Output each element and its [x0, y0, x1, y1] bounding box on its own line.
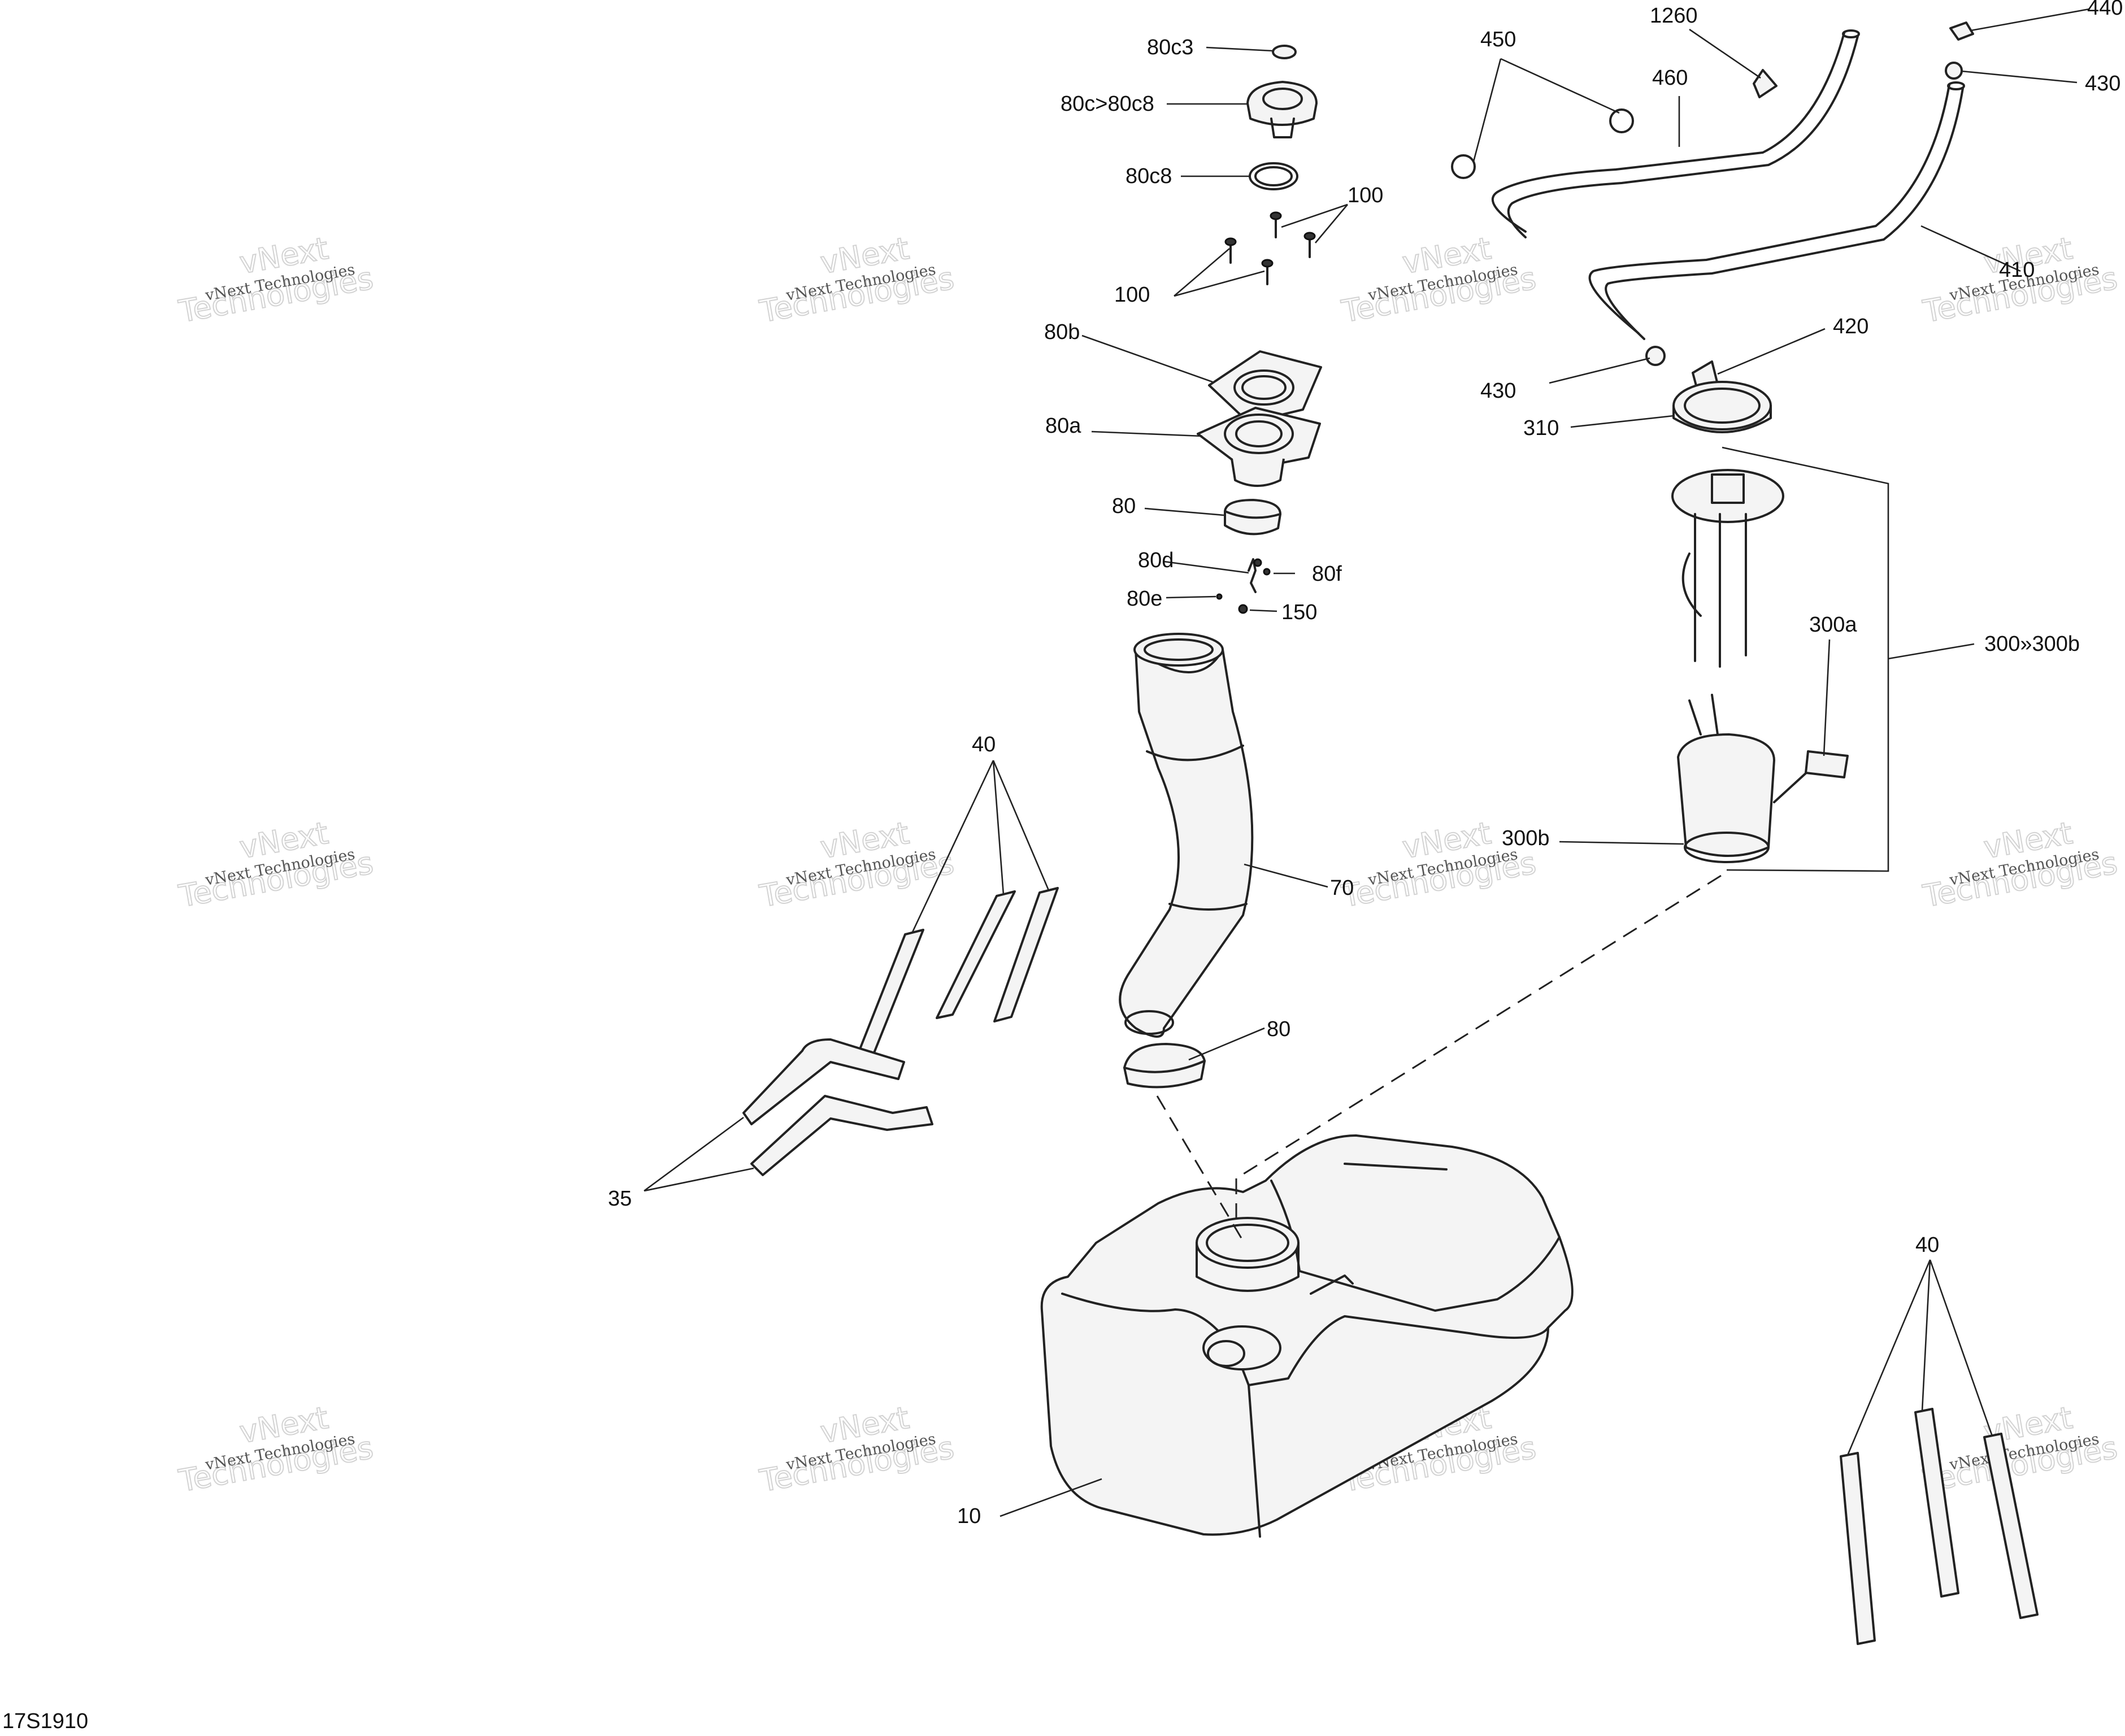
- hose-clamp-80-top: [1224, 499, 1281, 536]
- watermark: vNext Technologies vNext Technologies: [757, 1399, 958, 1499]
- callout-70: 70: [1330, 876, 1354, 900]
- fuel-cap-80c: [1246, 81, 1318, 138]
- chain-80d: [1216, 558, 1271, 614]
- callout-430-mid: 430: [1480, 379, 1516, 403]
- clip-1260: [1753, 69, 1778, 98]
- callout-80e: 80e: [1127, 587, 1162, 611]
- fuel-tank-10: [1040, 1134, 1574, 1538]
- watermark: vNext Technologies vNext Technologies: [757, 230, 958, 330]
- callout-80c3: 80c3: [1147, 36, 1193, 59]
- callout-80f: 80f: [1312, 562, 1342, 586]
- callout-80c-range: 80c>80c8: [1061, 92, 1154, 116]
- callout-80-top: 80: [1112, 494, 1136, 518]
- watermark: vNext Technologies vNext Technologies: [1339, 815, 1540, 915]
- watermark: vNext Technologies vNext Technologies: [176, 1399, 377, 1499]
- watermark: vNext Technologies vNext Technologies: [176, 230, 377, 330]
- callout-35: 35: [608, 1187, 632, 1211]
- vent-hose-410: [1588, 81, 1965, 340]
- tank-straps-40-right: [1840, 1408, 2039, 1645]
- watermark: vNext Technologies vNext Technologies: [1920, 1399, 2121, 1499]
- watermark: vNext Technologies vNext Technologies: [1339, 230, 1540, 330]
- tank-straps-40-left: [855, 887, 1059, 1059]
- clamps-450: [1451, 108, 1634, 179]
- callout-80b: 80b: [1044, 320, 1080, 344]
- callout-80-bottom: 80: [1267, 1017, 1290, 1041]
- callout-300b: 300b: [1502, 826, 1550, 850]
- assembly-lines: [1156, 874, 1722, 1243]
- watermark: vNext Technologies vNext Technologies: [176, 815, 377, 915]
- watermark: vNext Technologies vNext Technologies: [1920, 815, 2121, 915]
- callout-310: 310: [1523, 416, 1559, 440]
- callout-1260: 1260: [1650, 4, 1698, 28]
- tank-straps-35: [742, 1038, 933, 1176]
- filler-flange-80a: [1197, 407, 1321, 487]
- callout-40-right: 40: [1915, 1233, 1939, 1257]
- callout-450: 450: [1480, 28, 1516, 51]
- leader-lines: [644, 8, 2090, 1517]
- cap-insert-80c3: [1272, 45, 1297, 59]
- callout-460: 460: [1652, 66, 1688, 90]
- callout-300a: 300a: [1809, 613, 1857, 637]
- callout-100-bottom: 100: [1114, 283, 1150, 307]
- cap-gasket-80c8: [1249, 162, 1298, 190]
- hose-clamp-80-bottom: [1123, 1043, 1206, 1089]
- callout-40-left: 40: [972, 733, 996, 756]
- pump-seal-310: [1672, 381, 1772, 433]
- callout-10: 10: [957, 1504, 981, 1528]
- callout-150: 150: [1281, 601, 1317, 624]
- filler-hose-70: [1119, 633, 1254, 1038]
- screws-100: [1224, 211, 1316, 285]
- callout-300-range: 300»300b: [1984, 632, 2080, 656]
- vent-hose-460: [1491, 29, 1860, 238]
- watermark: vNext Technologies vNext Technologies: [757, 815, 958, 915]
- diagram-code: 17S1910: [2, 1709, 89, 1733]
- fuel-pump-module-300: [1671, 469, 1849, 863]
- callout-420: 420: [1833, 315, 1868, 338]
- callout-80c8: 80c8: [1125, 164, 1172, 188]
- callout-80d: 80d: [1138, 549, 1174, 572]
- callout-labels: 80c3 80c>80c8 80c8 100 100 80b 80a 80 80…: [608, 0, 2123, 1528]
- callout-430-top: 430: [2085, 72, 2120, 95]
- callout-410: 410: [1999, 258, 2035, 282]
- callout-80a: 80a: [1045, 414, 1081, 438]
- callout-100-top: 100: [1348, 184, 1383, 207]
- callout-440: 440: [2087, 0, 2123, 20]
